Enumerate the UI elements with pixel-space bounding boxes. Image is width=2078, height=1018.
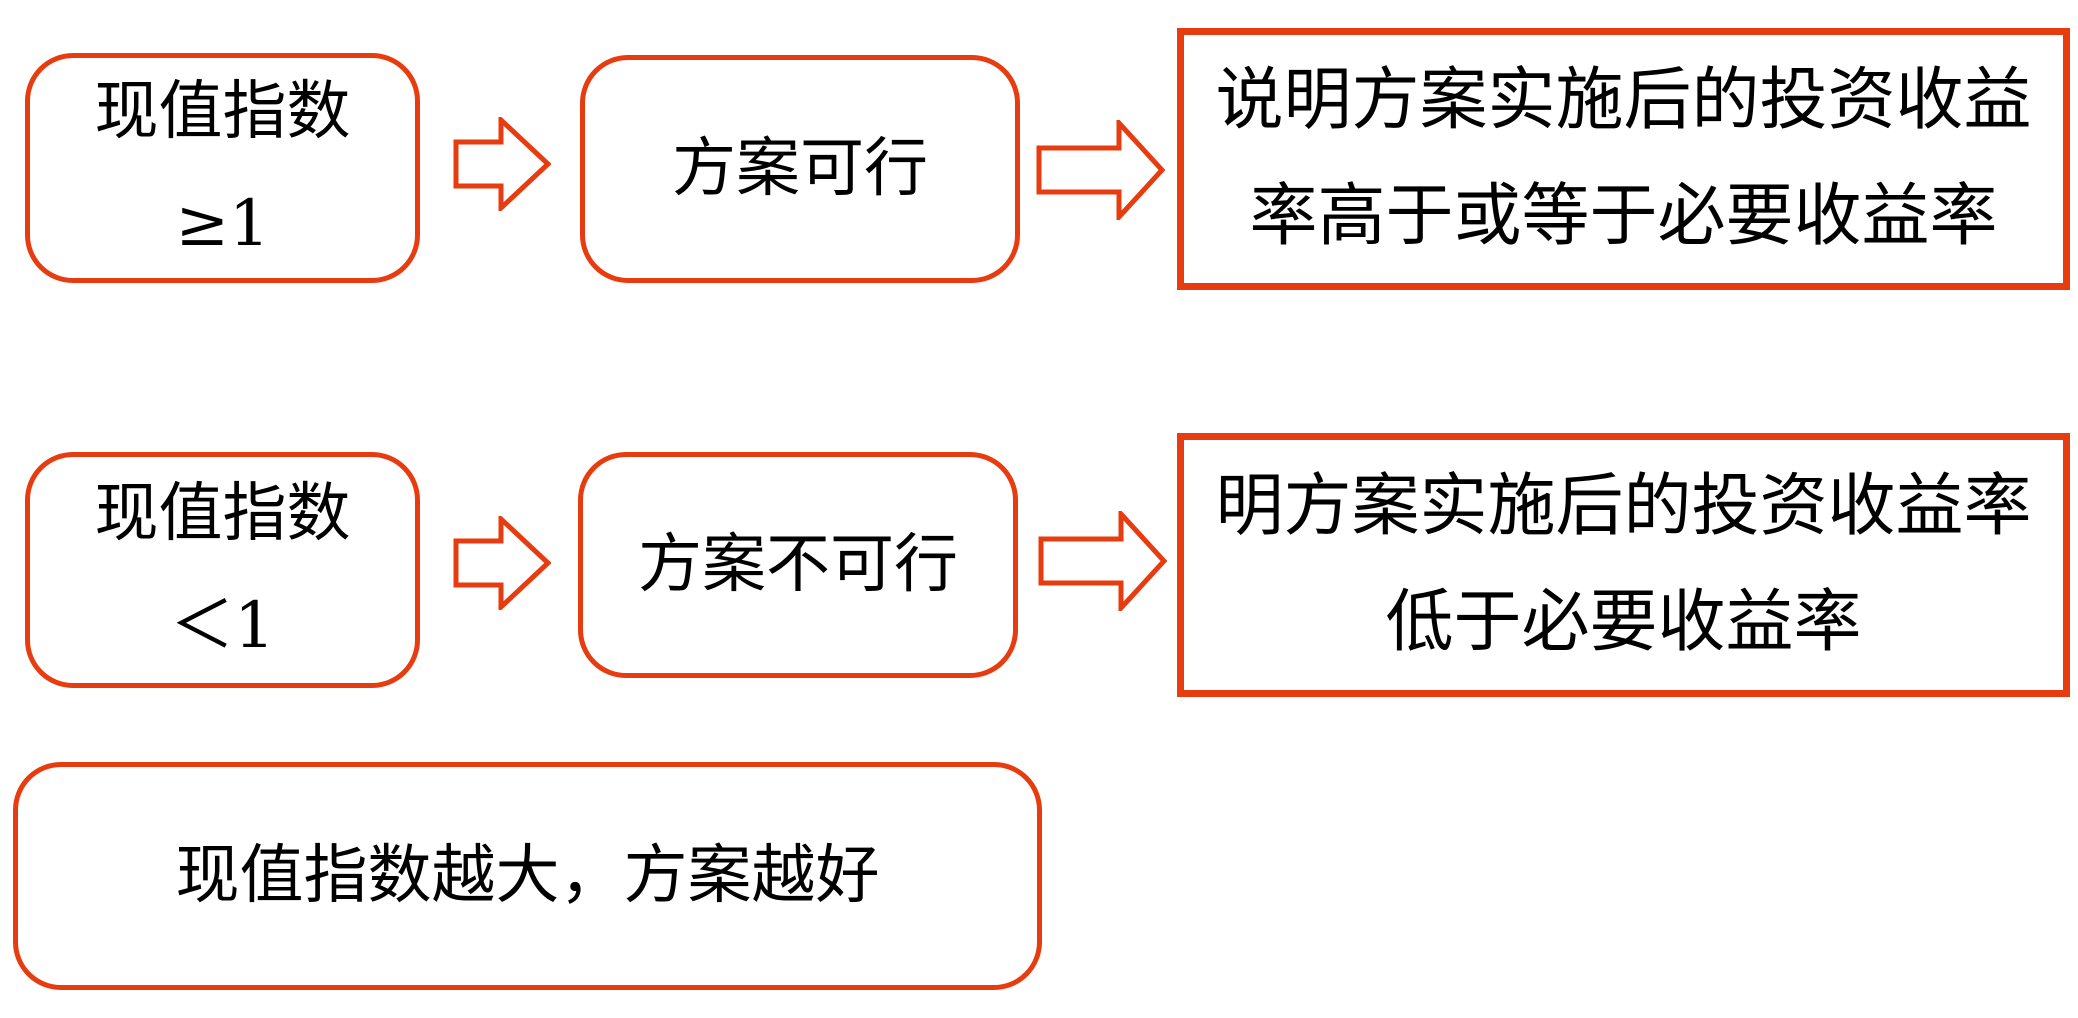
arrow-right-icon [453, 117, 551, 211]
box-text-line: 说明方案实施后的投资收益 [1215, 61, 2032, 140]
box-text-line: 明方案实施后的投资收益率 [1215, 467, 2032, 546]
box-text-line: 方案不可行 [638, 528, 958, 602]
box-text-line: ＜1 [170, 589, 275, 663]
arrow-right-icon [453, 516, 551, 610]
box-explanation-feasible: 说明方案实施后的投资收益 率高于或等于必要收益率 [1177, 28, 2070, 290]
arrow-right-icon [1036, 120, 1165, 220]
box-text-line: ≥1 [175, 187, 270, 261]
box-text-line: 率高于或等于必要收益率 [1249, 177, 1998, 256]
box-explanation-infeasible: 明方案实施后的投资收益率 低于必要收益率 [1177, 433, 2070, 697]
box-pvi-lt-1: 现值指数 ＜1 [25, 452, 420, 688]
arrow-right-icon [1038, 511, 1167, 611]
box-pvi-ge-1: 现值指数 ≥1 [25, 53, 420, 283]
box-text-line: 现值指数 [94, 477, 351, 551]
box-note-bigger-better: 现值指数越大，方案越好 [13, 762, 1042, 990]
box-text-line: 低于必要收益率 [1385, 583, 1862, 662]
box-text-line: 现值指数越大，方案越好 [175, 839, 880, 913]
box-text-line: 方案可行 [672, 132, 928, 206]
box-text-line: 现值指数 [94, 75, 351, 149]
box-plan-infeasible: 方案不可行 [578, 452, 1018, 678]
box-plan-feasible: 方案可行 [580, 55, 1020, 283]
